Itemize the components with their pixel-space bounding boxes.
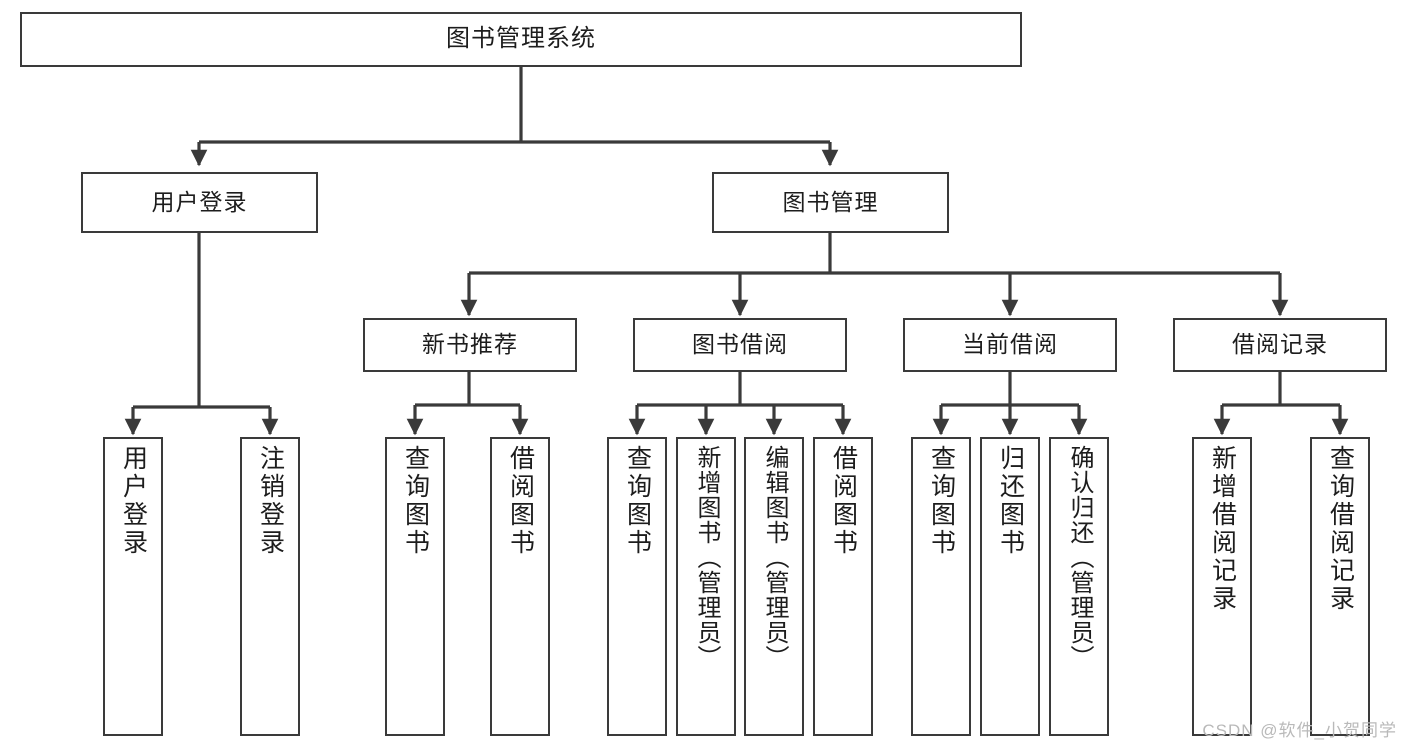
node-user-login[interactable]: 用户登录 bbox=[81, 172, 318, 233]
leaf-query-book-current[interactable]: 查询图书 bbox=[911, 437, 971, 736]
leaf-query-borrow-record[interactable]: 查询借阅记录 bbox=[1310, 437, 1370, 736]
node-label: 图书管理 bbox=[782, 188, 879, 215]
node-book-borrow[interactable]: 图书借阅 bbox=[633, 318, 847, 372]
node-label: 借阅记录 bbox=[1232, 331, 1328, 358]
leaf-edit-book-admin[interactable]: 编辑图书（管理员） bbox=[744, 437, 804, 736]
leaf-query-book-recommend[interactable]: 查询图书 bbox=[385, 437, 445, 736]
node-label: 查询图书 bbox=[927, 445, 956, 557]
node-label: 借阅图书 bbox=[506, 445, 535, 557]
node-label: 新书推荐 bbox=[422, 331, 518, 358]
node-label: 查询图书 bbox=[401, 445, 430, 557]
node-label: 图书借阅 bbox=[692, 331, 788, 358]
leaf-borrow-book[interactable]: 借阅图书 bbox=[813, 437, 873, 736]
node-label: 新增借阅记录 bbox=[1208, 445, 1237, 613]
leaf-logout-login[interactable]: 注销登录 bbox=[240, 437, 300, 736]
leaf-return-book[interactable]: 归还图书 bbox=[980, 437, 1040, 736]
node-root-book-management-system[interactable]: 图书管理系统 bbox=[20, 12, 1022, 67]
node-label: 用户登录 bbox=[119, 445, 148, 557]
leaf-add-borrow-record[interactable]: 新增借阅记录 bbox=[1192, 437, 1252, 736]
node-label: 确认归还（管理员） bbox=[1065, 445, 1093, 670]
node-label: 注销登录 bbox=[256, 445, 285, 557]
node-label: 查询借阅记录 bbox=[1326, 445, 1355, 613]
node-book-management[interactable]: 图书管理 bbox=[712, 172, 949, 233]
node-label: 查询图书 bbox=[623, 445, 652, 557]
leaf-add-book-admin[interactable]: 新增图书（管理员） bbox=[676, 437, 736, 736]
node-label: 归还图书 bbox=[996, 445, 1025, 557]
node-label: 用户登录 bbox=[151, 188, 248, 215]
node-label: 当前借阅 bbox=[962, 331, 1058, 358]
node-label: 图书管理系统 bbox=[446, 25, 596, 53]
node-borrow-record[interactable]: 借阅记录 bbox=[1173, 318, 1387, 372]
csdn-watermark: CSDN @软件_小贺同学 bbox=[1202, 721, 1397, 740]
node-label: 编辑图书（管理员） bbox=[760, 445, 788, 670]
node-current-borrow[interactable]: 当前借阅 bbox=[903, 318, 1117, 372]
node-label: 新增图书（管理员） bbox=[692, 445, 720, 670]
leaf-user-login[interactable]: 用户登录 bbox=[103, 437, 163, 736]
leaf-borrow-book-recommend[interactable]: 借阅图书 bbox=[490, 437, 550, 736]
leaf-confirm-return-admin[interactable]: 确认归还（管理员） bbox=[1049, 437, 1109, 736]
leaf-query-book-borrow[interactable]: 查询图书 bbox=[607, 437, 667, 736]
node-label: 借阅图书 bbox=[829, 445, 858, 557]
node-new-book-recommend[interactable]: 新书推荐 bbox=[363, 318, 577, 372]
